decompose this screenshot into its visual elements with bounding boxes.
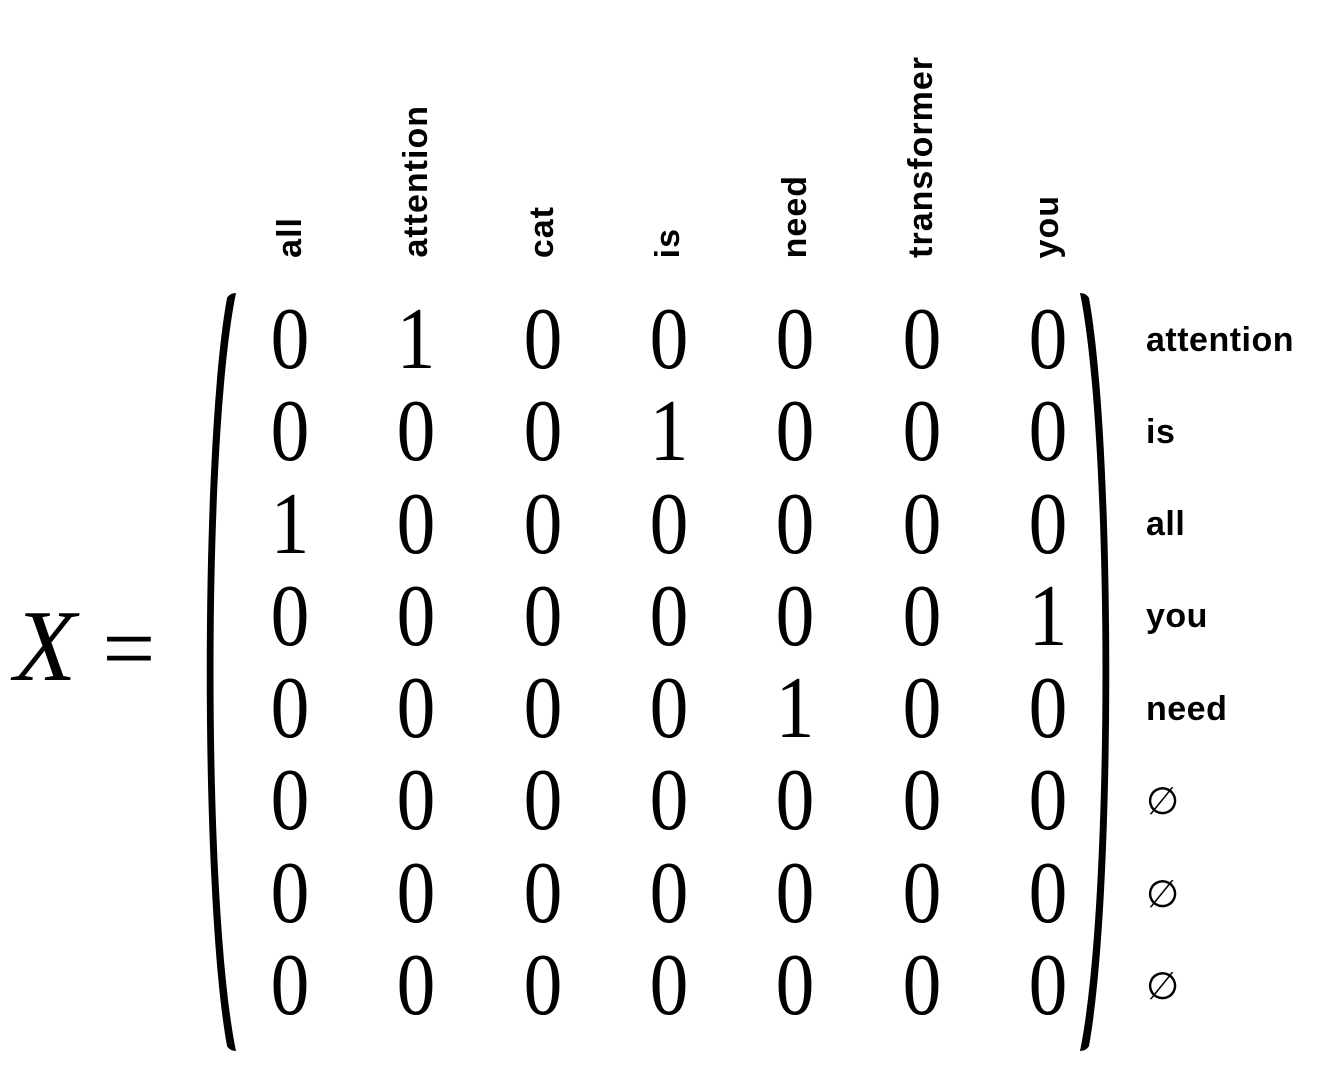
matrix-cell-r2c4: 1: [649, 383, 689, 481]
matrix-cell-r1c1: 0: [270, 291, 310, 389]
matrix-cell-r3c6: 0: [902, 475, 941, 573]
row-label-you: you: [1146, 597, 1208, 636]
matrix-cell-r1c2: 1: [397, 291, 436, 389]
matrix-cell-r7c4: 0: [649, 844, 689, 942]
matrix-cell-r6c5: 0: [775, 752, 815, 850]
matrix-cell-r2c1: 0: [270, 383, 310, 481]
matrix-cell-r5c6: 0: [902, 660, 941, 758]
column-headers: all attention cat is need transformer you: [227, 0, 1111, 258]
row-label-attention: attention: [1146, 320, 1295, 359]
equation-lhs: X =: [14, 596, 155, 698]
column-header-cat: cat: [480, 0, 606, 258]
matrix-cell-r7c7: 0: [1028, 844, 1068, 942]
matrix-cell-r7c3: 0: [523, 844, 563, 942]
matrix-cell-r8c5: 0: [775, 936, 815, 1034]
column-header-all: all: [227, 0, 353, 258]
matrix-cell-r2c3: 0: [523, 383, 563, 481]
row-label-need: need: [1146, 689, 1228, 728]
row-labels: attention is all you need ∅ ∅ ∅: [1146, 294, 1341, 1032]
matrix-cell-r8c3: 0: [523, 936, 563, 1034]
column-label: all: [270, 217, 309, 258]
matrix-cell-r4c6: 0: [902, 567, 941, 665]
matrix-cell-r4c7: 1: [1028, 567, 1068, 665]
left-parenthesis: [206, 293, 236, 1051]
matrix-cell-r4c5: 0: [775, 567, 815, 665]
matrix-cell-r2c7: 0: [1028, 383, 1068, 481]
row-label-empty-7: ∅: [1146, 871, 1180, 916]
matrix-cell-r3c7: 0: [1028, 475, 1068, 573]
column-header-is: is: [606, 0, 732, 258]
matrix-cell-r6c2: 0: [397, 752, 436, 850]
matrix-cell-r1c6: 0: [902, 291, 941, 389]
matrix-cell-r4c2: 0: [397, 567, 436, 665]
equals-sign: =: [102, 597, 156, 701]
matrix-cell-r4c3: 0: [523, 567, 563, 665]
column-label: cat: [523, 205, 562, 258]
matrix-cell-r5c2: 0: [397, 660, 436, 758]
matrix-cell-r1c3: 0: [523, 291, 563, 389]
matrix-cell-r6c7: 0: [1028, 752, 1068, 850]
column-label: you: [1028, 194, 1067, 258]
matrix-cell-r1c7: 0: [1028, 291, 1068, 389]
row-label-empty-8: ∅: [1146, 963, 1180, 1008]
column-label: is: [649, 227, 688, 258]
column-label: attention: [396, 105, 435, 258]
matrix-cell-r2c2: 0: [397, 383, 436, 481]
matrix-cell-r5c5: 1: [775, 660, 815, 758]
column-label: need: [775, 174, 814, 258]
matrix-cell-r5c4: 0: [649, 660, 689, 758]
matrix-cell-r1c5: 0: [775, 291, 815, 389]
column-header-attention: attention: [353, 0, 479, 258]
row-label-all: all: [1146, 505, 1186, 544]
column-header-you: you: [985, 0, 1111, 258]
matrix-cell-r2c6: 0: [902, 383, 941, 481]
matrix-cell-r8c1: 0: [270, 936, 310, 1034]
matrix-cell-r4c1: 0: [270, 567, 310, 665]
matrix-cell-r3c5: 0: [775, 475, 815, 573]
matrix-cell-r3c2: 0: [397, 475, 436, 573]
matrix-cell-r6c4: 0: [649, 752, 689, 850]
matrix-cell-r8c7: 0: [1028, 936, 1068, 1034]
matrix-cell-r8c6: 0: [902, 936, 941, 1034]
matrix-cell-r8c2: 0: [397, 936, 436, 1034]
matrix-cell-r3c1: 1: [270, 475, 310, 573]
matrix-cell-r3c3: 0: [523, 475, 563, 573]
matrix-cell-r7c5: 0: [775, 844, 815, 942]
column-header-transformer: transformer: [858, 0, 984, 258]
column-header-need: need: [732, 0, 858, 258]
matrix-cell-r5c1: 0: [270, 660, 310, 758]
matrix-cell-r6c3: 0: [523, 752, 563, 850]
matrix-cell-r7c1: 0: [270, 844, 310, 942]
right-parenthesis: [1080, 293, 1110, 1051]
matrix-cell-r1c4: 0: [649, 291, 689, 389]
matrix-cell-r4c4: 0: [649, 567, 689, 665]
row-label-is: is: [1146, 412, 1176, 451]
matrix-cell-r7c2: 0: [397, 844, 436, 942]
matrix-cell-r6c6: 0: [902, 752, 941, 850]
matrix-cell-r3c4: 0: [649, 475, 689, 573]
matrix-cell-r6c1: 0: [270, 752, 310, 850]
matrix-cell-r2c5: 0: [775, 383, 815, 481]
matrix-cell-r8c4: 0: [649, 936, 689, 1034]
matrix-cell-r5c3: 0: [523, 660, 563, 758]
matrix-cell-r7c6: 0: [902, 844, 941, 942]
matrix-cell-r5c7: 0: [1028, 660, 1068, 758]
row-label-empty-6: ∅: [1146, 779, 1180, 824]
column-label: transformer: [902, 56, 941, 258]
matrix-variable-x: X: [14, 590, 77, 703]
